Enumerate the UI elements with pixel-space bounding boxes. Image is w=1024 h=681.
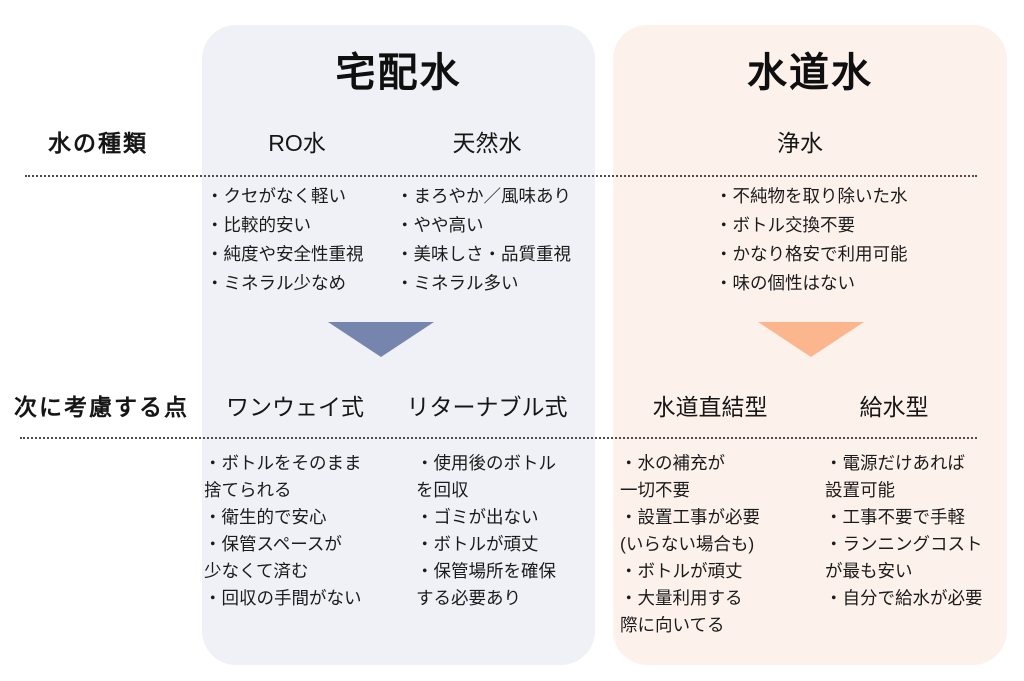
oneway-type-list: ・ボトルをそのまま 捨てられる ・衛生的で安心 ・保管スペースが 少なくて済む … [204,450,392,612]
row-label-next-considerations: 次に考慮する点 [14,394,189,420]
bullet-item: ・味の個性はない [715,273,855,293]
header-returnable-type: リターナブル式 [406,394,568,420]
bullet-item: ・比較的安い [206,215,311,235]
bullet-item: ・自分で給水が必要 [825,588,983,608]
bullet-item: ・ミネラル少なめ [206,273,346,293]
delivered-water-title: 宅配水 [335,51,462,95]
bullet-item: ・ボトル交換不要 [715,215,855,235]
dotted-separator-top [25,175,977,177]
bullet-item: ・ボトルが頑丈 [620,561,743,581]
bullet-item: ・工事不要で手軽 [825,507,965,527]
bullet-item: ・水の補充が 一切不要 [620,453,725,500]
bullet-item: ・美味しさ・品質重視 [396,244,571,264]
returnable-type-list: ・使用後のボトル を回収 ・ゴミが出ない ・ボトルが頑丈 ・保管場所を確保 する… [416,450,594,612]
natural-water-list: ・まろやか／風味あり ・やや高い ・美味しさ・品質重視 ・ミネラル多い [396,182,601,298]
header-oneway-type: ワンウェイ式 [226,394,364,420]
bullet-item: ・設置工事が必要 (いらない場合も) [620,507,760,554]
header-direct-connection-type: 水道直結型 [652,394,768,420]
bullet-item: ・使用後のボトル を回収 [416,453,556,500]
down-triangle-icon [328,322,434,357]
bullet-item: ・やや高い [396,215,484,235]
bullet-item: ・ミネラル多い [396,273,519,293]
row-label-water-type: 水の種類 [48,130,148,156]
bullet-item: ・衛生的で安心 [204,507,327,527]
tank-type-list: ・電源だけあれば 設置可能 ・工事不要で手軽 ・ランニングコスト が最も安い ・… [825,450,1013,612]
bullet-item: ・かなり格安で利用可能 [715,244,908,264]
tap-water-title: 水道水 [747,51,873,95]
bullet-item: ・大量利用する 際に向いてる [620,588,743,635]
header-ro-water: RO水 [268,130,326,156]
bullet-item: ・クセがなく軽い [206,186,346,206]
bullet-item: ・電源だけあれば 設置可能 [825,453,965,500]
purified-water-list: ・不純物を取り除いた水 ・ボトル交換不要 ・かなり格安で利用可能 ・味の個性はな… [715,182,935,298]
down-triangle-icon [758,322,864,357]
bullet-item: ・ゴミが出ない [416,507,539,527]
bullet-item: ・ボトルが頑丈 [416,534,539,554]
bullet-item: ・不純物を取り除いた水 [715,186,908,206]
bullet-item: ・保管スペースが 少なくて済む [204,534,342,581]
header-tank-type: 給水型 [859,394,929,420]
bullet-item: ・保管場所を確保 する必要あり [416,561,556,608]
dotted-separator-bottom [20,437,977,439]
bullet-item: ・ボトルをそのまま 捨てられる [204,453,362,500]
header-natural-water: 天然水 [452,130,522,156]
bullet-item: ・回収の手間がない [204,588,362,608]
bullet-item: ・純度や安全性重視 [206,244,364,264]
ro-water-list: ・クセがなく軽い ・比較的安い ・純度や安全性重視 ・ミネラル少なめ [206,182,396,298]
header-purified-water: 浄水 [777,130,823,156]
bullet-item: ・まろやか／風味あり [396,186,571,206]
bullet-item: ・ランニングコスト が最も安い [825,534,983,581]
direct-connection-type-list: ・水の補充が 一切不要 ・設置工事が必要 (いらない場合も) ・ボトルが頑丈 ・… [620,450,802,639]
